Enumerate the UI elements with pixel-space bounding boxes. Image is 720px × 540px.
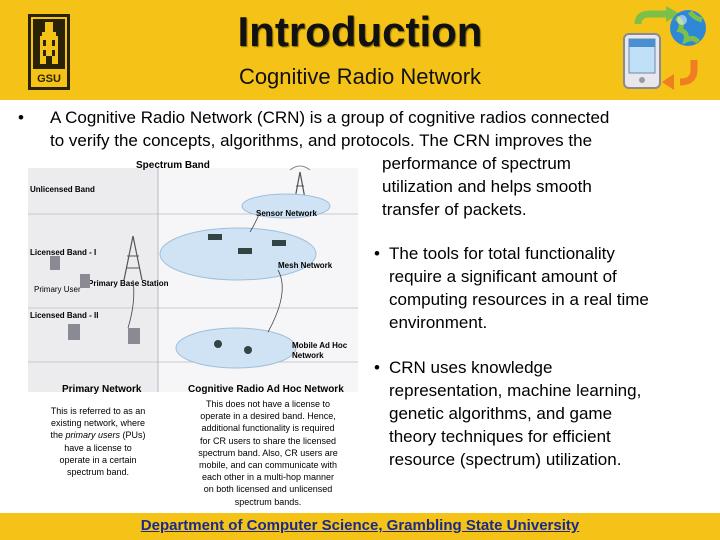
logo-text: GSU [37,73,61,85]
primary-user-phone-icon [68,324,80,340]
crn-architecture-diagram: Spectrum Band Unlicensed Band Licensed B… [28,160,358,395]
caption-crn: This does not have a license to operate … [198,399,338,507]
page-title: Introduction [237,8,483,55]
bullet-1-line-1: A Cognitive Radio Network (CRN) is a gro… [50,108,610,127]
sensor-network-label: Sensor Network [256,209,317,218]
bullet-1-line-5: transfer of packets. [382,200,527,219]
bullet-3-line-1: CRN uses knowledge [389,358,553,377]
bullet-1-line-4: utilization and helps smooth [382,177,592,196]
bullet-1-line-2: to verify the concepts, algorithms, and … [50,131,593,150]
crn-adhoc-label: Cognitive Radio Ad Hoc Network [188,384,344,395]
mesh-network-label: Mesh Network [278,261,333,270]
unlicensed-band-label: Unlicensed Band [30,185,95,194]
primary-network-panel [28,168,158,392]
bullet-dot: • [18,108,24,127]
footer-text: Department of Computer Science, Gramblin… [140,517,580,534]
spectrum-band-label: Spectrum Band [136,160,210,171]
caption-primary-network: This is referred to as an existing netwo… [50,406,146,478]
bullet-2-line-1: The tools for total functionality [389,244,615,263]
primary-user-phone-icon [80,274,90,288]
bullet-3-line-4: theory techniques for efficient [389,427,611,446]
bullet-3-line-5: resource (spectrum) utilization. [389,450,622,469]
bullet-2-line-2: require a significant amount of [389,267,617,286]
primary-network-label: Primary Network [62,384,142,395]
header-bar [0,0,720,100]
mobile-adhoc-label-2: Network [292,351,324,360]
router-icon [272,240,286,246]
bullet-3-line-2: representation, machine learning, [389,381,642,400]
bullet-dot: • [374,358,380,377]
footer-bar: Department of Computer Science, Gramblin… [0,513,720,540]
bullet-3-line-3: genetic algorithms, and game [389,404,613,423]
primary-user-label: Primary User [34,285,81,294]
primary-base-station-label: Primary Base Station [88,279,169,288]
mobile-adhoc-cloud [175,327,297,369]
page-subtitle: Cognitive Radio Network [238,64,482,89]
licensed-band-2-label: Licensed Band - II [30,311,98,320]
bullet-dot: • [374,244,380,263]
mobile-adhoc-label-1: Mobile Ad Hoc [292,341,348,350]
bullet-2-line-3: computing resources in a real time [389,290,649,309]
licensed-band-1-label: Licensed Band - I [30,248,96,257]
primary-user-phone-icon [128,328,140,344]
bullet-2-line-4: environment. [389,313,488,332]
bullet-1-line-3: performance of spectrum [382,154,571,173]
router-icon [208,234,222,240]
primary-base-station-icon [123,235,143,281]
router-icon [238,248,252,254]
sensor-network-cloud [241,193,331,219]
primary-user-phone-icon [50,256,60,270]
mobile-device-globe-icon [623,6,706,90]
gsu-logo-icon: GSU [28,14,70,90]
